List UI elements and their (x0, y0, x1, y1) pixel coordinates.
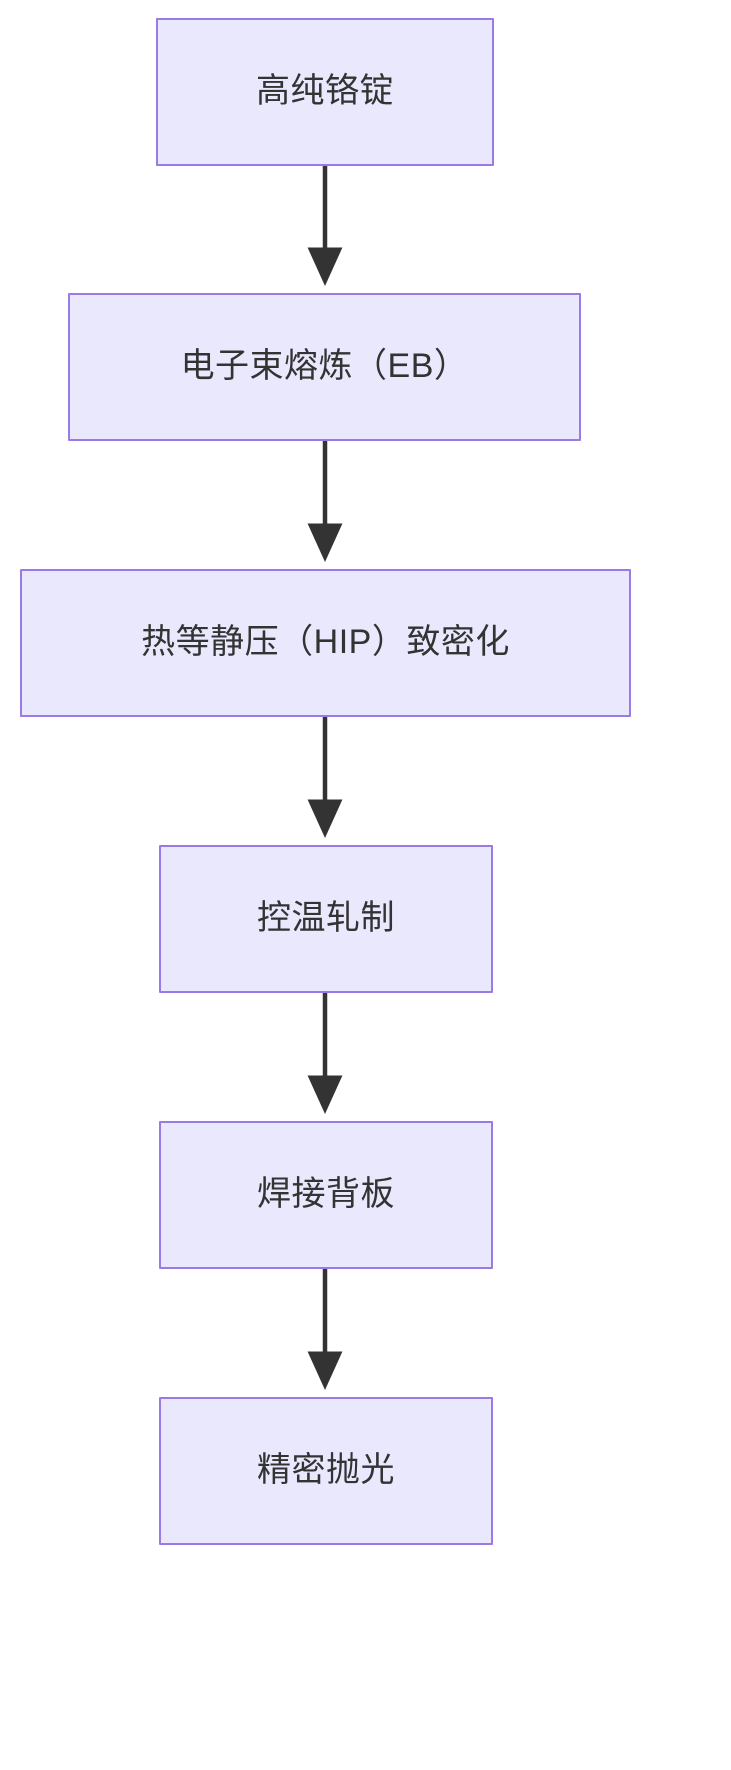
flowchart-node-electron-beam-melting[interactable]: 电子束熔炼（EB） (68, 293, 581, 441)
node-label: 焊接背板 (257, 1175, 395, 1214)
node-label: 热等静压（HIP）致密化 (141, 623, 510, 662)
flowchart-node-temperature-controlled-rolling[interactable]: 控温轧制 (159, 845, 493, 993)
node-label: 精密抛光 (257, 1451, 395, 1490)
node-label: 高纯铬锭 (256, 72, 394, 111)
flowchart-node-precision-polishing[interactable]: 精密抛光 (159, 1397, 493, 1545)
flowchart-node-backing-plate-welding[interactable]: 焊接背板 (159, 1121, 493, 1269)
node-label: 控温轧制 (257, 899, 395, 938)
flowchart-node-hip-densification[interactable]: 热等静压（HIP）致密化 (20, 569, 631, 717)
flowchart-node-high-purity-chromium-ingot[interactable]: 高纯铬锭 (156, 18, 494, 166)
node-label: 电子束熔炼（EB） (180, 347, 469, 386)
